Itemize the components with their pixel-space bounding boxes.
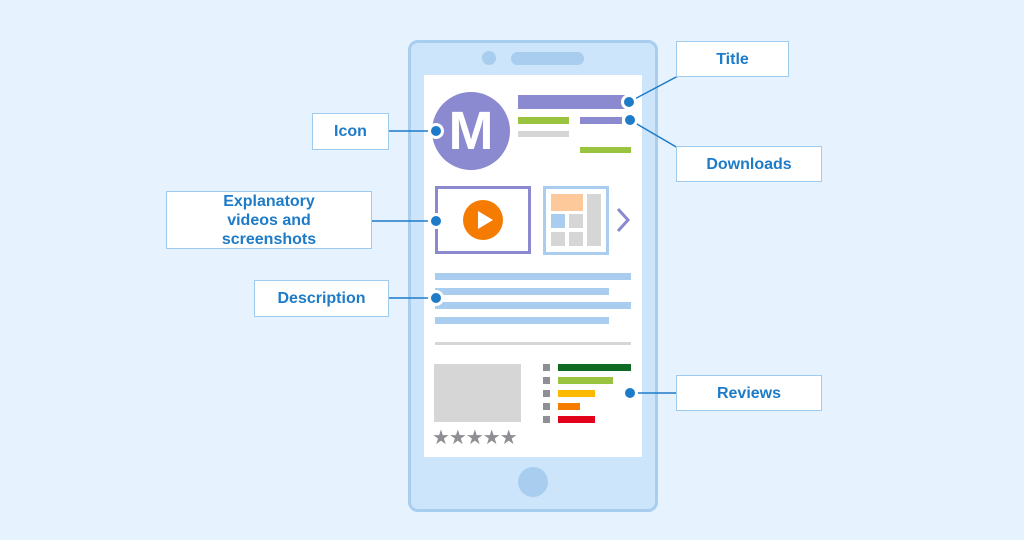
description-line bbox=[435, 317, 609, 324]
review-bar bbox=[558, 403, 580, 410]
title-dot bbox=[621, 94, 637, 110]
label-title: Title bbox=[676, 41, 789, 77]
review-level-marker bbox=[543, 364, 550, 371]
review-level-marker bbox=[543, 390, 550, 397]
downloads-dot bbox=[622, 112, 638, 128]
review-bar bbox=[558, 364, 631, 371]
label-videos: Explanatory videos and screenshots bbox=[166, 191, 372, 249]
label-description: Description bbox=[254, 280, 389, 317]
review-level-marker bbox=[543, 377, 550, 384]
review-level-marker bbox=[543, 403, 550, 410]
home-button bbox=[518, 467, 548, 497]
downloads-bar bbox=[580, 117, 622, 124]
description-line bbox=[435, 302, 631, 309]
description-line bbox=[435, 288, 609, 295]
play-icon bbox=[463, 200, 503, 240]
label-icon: Icon bbox=[312, 113, 389, 150]
camera-dot bbox=[482, 51, 496, 65]
label-reviews: Reviews bbox=[676, 375, 822, 411]
label-downloads: Downloads bbox=[676, 146, 822, 182]
speaker bbox=[511, 52, 584, 65]
screenshot-thumbnail bbox=[543, 186, 609, 255]
review-bar bbox=[558, 377, 613, 384]
install-bar bbox=[580, 147, 631, 153]
icon-dot bbox=[428, 123, 444, 139]
review-level-marker bbox=[543, 416, 550, 423]
review-image bbox=[434, 364, 521, 422]
subtitle-bar bbox=[518, 117, 569, 124]
description-line bbox=[435, 273, 631, 280]
review-bar bbox=[558, 416, 595, 423]
description-dot bbox=[428, 290, 444, 306]
title-bar bbox=[518, 95, 625, 109]
videos-dot bbox=[428, 213, 444, 229]
meta-bar bbox=[518, 131, 569, 137]
divider bbox=[435, 342, 631, 345]
app-icon: M bbox=[432, 92, 510, 170]
star-rating: ★★★★★ bbox=[432, 427, 518, 449]
review-bar bbox=[558, 390, 595, 397]
reviews-dot bbox=[622, 385, 638, 401]
